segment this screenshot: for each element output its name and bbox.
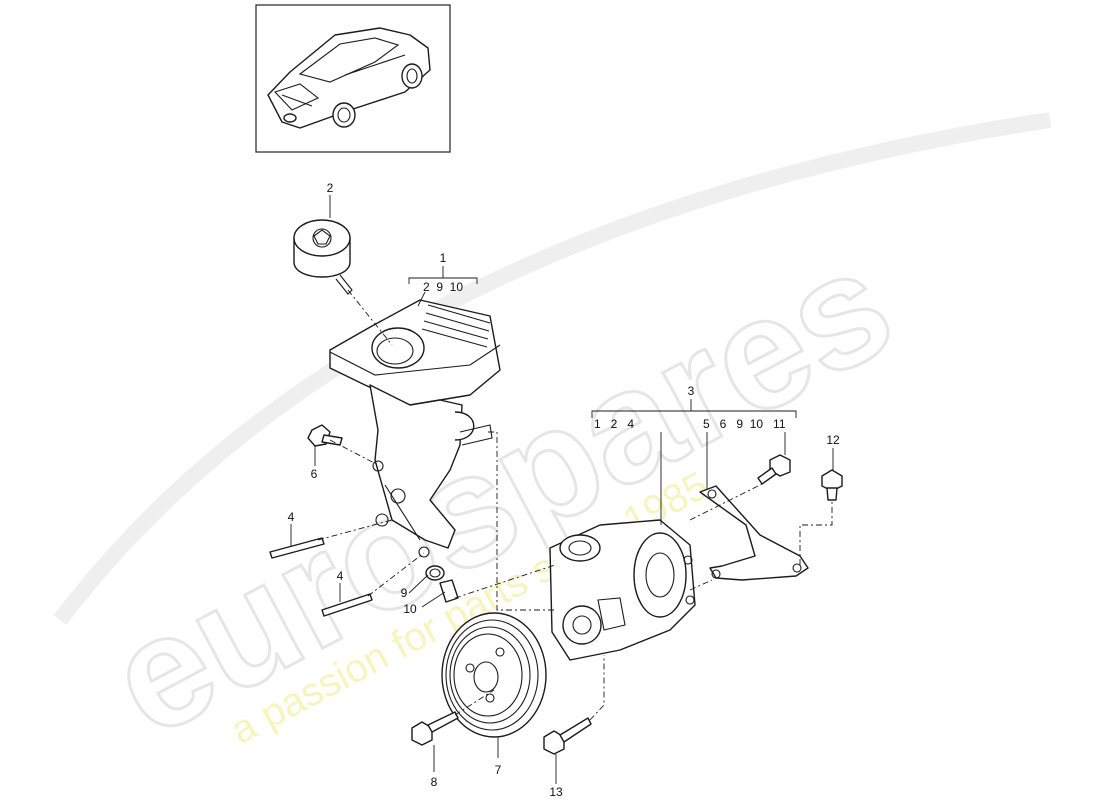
callout-13: 13 [549,785,563,799]
pin-4-lower-part [321,593,373,617]
leader-lines [290,195,834,784]
callout-3-subparts-left: 1 2 4 [594,417,634,431]
callout-9: 9 [401,586,408,600]
reservoir-part [329,299,501,558]
watermark: eurospares a passion for parts since 198… [53,112,1052,772]
callout-2: 2 [327,181,334,195]
pin-4-upper-part [269,537,325,559]
callout-3-subparts-right: 5 6 9 10 11 [703,417,786,431]
callout-1-subparts: 2 9 10 [423,280,463,294]
callout-4-lower: 4 [337,569,344,583]
fitting-10-part [439,579,459,603]
bolt-8-part [411,711,459,746]
callout-10: 10 [403,602,417,616]
pulley-7-part [441,612,547,738]
callout-4-upper: 4 [288,510,295,524]
bolt-12-part [821,469,843,501]
callout-12: 12 [826,433,840,447]
watermark-swoosh [53,112,1052,625]
bolt-13-part [543,717,592,755]
callout-8: 8 [431,775,438,789]
car-thumbnail [255,4,451,153]
bolt-11-part [757,454,791,485]
bracket-5-part [699,485,809,581]
callout-1: 1 [440,251,447,265]
car-icon [267,27,431,129]
callout-7: 7 [495,763,502,777]
o-ring-9-part [425,565,445,581]
steering-pump-part [549,519,696,661]
assembly-lines [317,289,833,721]
reservoir-cap-part [293,219,353,295]
bolt-6-part [307,424,343,447]
callout-6: 6 [311,467,318,481]
callout-3: 3 [688,384,695,398]
callouts: 1 2 9 10 2 3 1 2 4 5 6 9 10 11 4 4 6 7 8… [288,181,840,799]
